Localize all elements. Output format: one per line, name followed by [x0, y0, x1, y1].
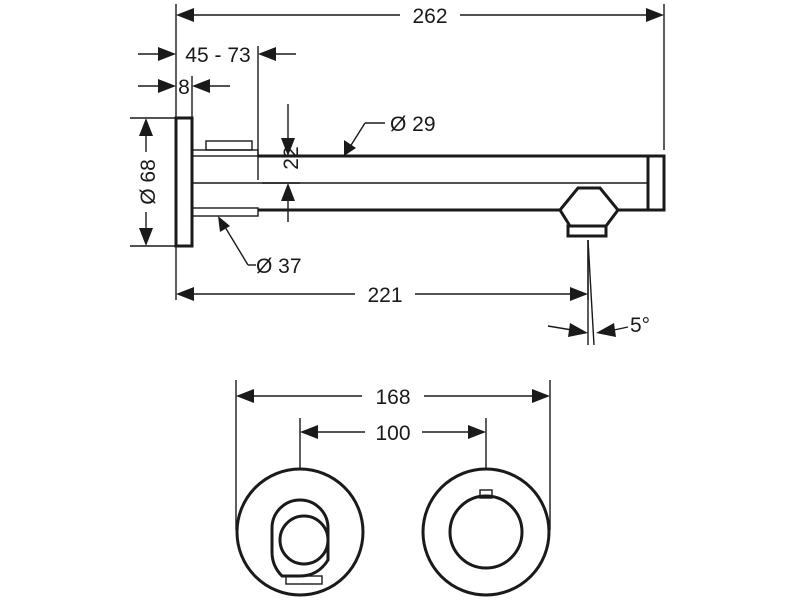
outlet-axis — [587, 239, 595, 346]
sleeve-top — [191, 149, 259, 157]
dimension-label-diam29: Ø 29 — [390, 113, 436, 136]
dimension-projection: 221 — [176, 284, 588, 307]
dimension-wall-offset: 45 - 73 — [138, 44, 296, 67]
dimension-plate-thickness: 8 — [138, 76, 230, 99]
outlet-aerator — [566, 224, 608, 238]
control-knob — [448, 494, 524, 570]
spout-wall-plate — [235, 467, 365, 597]
dimension-label-221: 221 — [367, 284, 402, 307]
dimension-spout-height: 22 — [280, 104, 303, 222]
sleeve-cap — [205, 140, 253, 151]
dimension-plate-spacing-centers: 100 — [300, 422, 486, 445]
extension-lines — [130, 4, 665, 300]
dimension-label-100: 100 — [375, 422, 410, 445]
control-indicator — [479, 489, 493, 499]
side-view — [174, 116, 666, 346]
leader-spout-diameter: Ø 29 — [344, 113, 436, 156]
dimension-label-5deg: 5° — [630, 314, 650, 337]
spout-end-cap — [646, 154, 666, 212]
dimension-label-diam68: Ø 68 — [137, 159, 160, 205]
dimension-plate-diameter: Ø 68 — [137, 118, 160, 246]
dimension-label-22: 22 — [280, 146, 303, 169]
spout-front-aerator — [285, 575, 323, 585]
dimension-plate-spacing-outer: 168 — [236, 386, 550, 409]
spout-front-body — [278, 514, 330, 566]
front-view: 168 100 — [235, 380, 551, 597]
sleeve-bottom — [191, 207, 259, 217]
dimension-label-8: 8 — [178, 76, 190, 99]
spout-front-outline — [270, 498, 330, 578]
spout-outlet — [558, 186, 620, 228]
wall-plate — [174, 116, 194, 248]
control-wall-plate — [421, 467, 551, 597]
dimension-label-262: 262 — [412, 5, 447, 28]
leader-sleeve-diameter: Ø 37 — [218, 216, 302, 278]
dimension-outlet-angle: 5° — [547, 314, 650, 337]
dimension-overall-length: 262 — [176, 5, 664, 28]
dimension-label-diam37: Ø 37 — [256, 255, 302, 278]
dimension-label-168: 168 — [375, 386, 410, 409]
dimension-label-offset: 45 - 73 — [185, 44, 250, 67]
